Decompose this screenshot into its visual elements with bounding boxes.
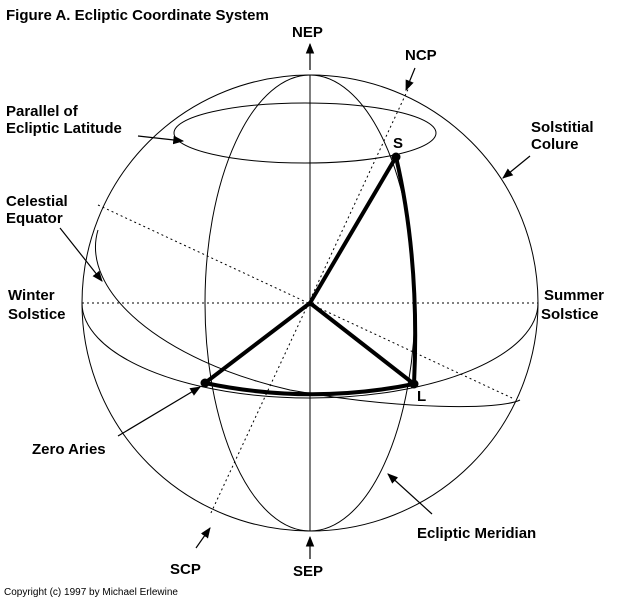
copyright-text: Copyright (c) 1997 by Michael Erlewine [4, 587, 178, 598]
celestial-label-2: Equator [6, 210, 63, 227]
celestial-pole-axis [209, 84, 411, 516]
equator-direction-line [97, 204, 513, 399]
point-s-dot [391, 152, 401, 162]
parallel-of-latitude [173, 102, 437, 164]
celestial-equator-front [95, 229, 521, 408]
center-to-s-line [308, 155, 398, 305]
scp-arrow [195, 527, 211, 549]
celestial-label-1: Celestial [6, 193, 68, 210]
ecliptic-meridian-arrow [387, 473, 433, 515]
ecliptic-meridian-label: Ecliptic Meridian [417, 525, 536, 542]
summer-label-1: Summer [544, 287, 604, 304]
winter-label-1: Winter [8, 287, 55, 304]
winter-label-2: Solstice [8, 306, 66, 323]
s-to-l-arc [394, 156, 418, 385]
zero-aries-arrow [117, 386, 201, 437]
sep-label: SEP [293, 563, 323, 580]
point-l-dot [409, 379, 419, 389]
parallel-label-2: Ecliptic Latitude [6, 120, 122, 137]
solstitial-label-1: Solstitial [531, 119, 594, 136]
ncp-arrow [405, 67, 416, 91]
point-s-label: S [393, 135, 403, 152]
solstitial-arrow [502, 155, 531, 179]
parallel-arrow [137, 135, 185, 145]
scp-label: SCP [170, 561, 201, 578]
zero-aries-dot [200, 378, 210, 388]
solstitial-label-2: Colure [531, 136, 579, 153]
ncp-label: NCP [405, 47, 437, 64]
nep-label: NEP [292, 24, 323, 41]
summer-label-2: Solstice [541, 306, 599, 323]
center-radii [203, 301, 416, 386]
celestial-equator-arrow [59, 227, 103, 282]
zero-aries-label: Zero Aries [32, 441, 106, 458]
figure-title: Figure A. Ecliptic Coordinate System [6, 7, 269, 24]
parallel-label-1: Parallel of [6, 103, 79, 120]
point-l-label: L [417, 388, 426, 405]
l-to-aries-arc [204, 381, 415, 397]
